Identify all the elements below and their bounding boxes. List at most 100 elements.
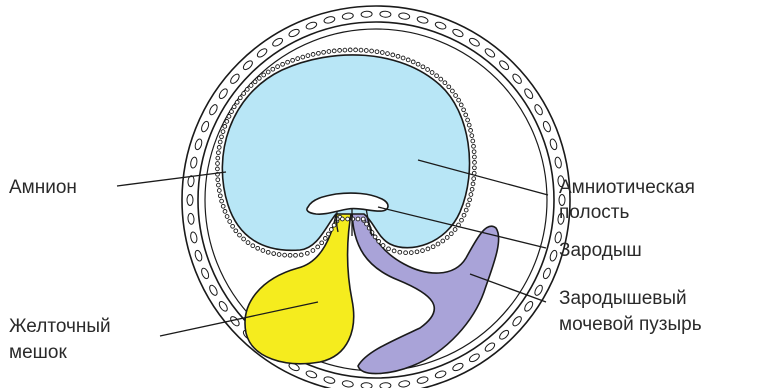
amnion-cell xyxy=(238,233,242,237)
amnion-cell xyxy=(377,240,381,244)
amnion-cell xyxy=(453,228,457,232)
amnion-cell xyxy=(411,60,415,64)
amnion-cell xyxy=(322,50,326,54)
amnion-cell xyxy=(364,49,368,53)
amnion-cell xyxy=(343,48,347,52)
amnion-cell xyxy=(299,253,303,257)
amnion-cell xyxy=(246,241,250,245)
amnion-cell xyxy=(469,129,473,133)
amnion-cell xyxy=(311,249,315,253)
amnion-cell xyxy=(466,203,470,207)
amnion-cell xyxy=(464,113,468,117)
amnion-cell xyxy=(216,167,220,171)
amnion-cell xyxy=(462,213,466,217)
amnion-cell xyxy=(235,100,239,104)
amnion-cell xyxy=(472,150,476,154)
amnion-cell xyxy=(291,58,295,62)
amnion-cell xyxy=(386,52,390,56)
amnion-cell xyxy=(245,88,249,92)
chorion-cell xyxy=(361,383,372,388)
amnion-cell xyxy=(225,215,229,219)
amnion-cell xyxy=(471,139,475,143)
amnion-cell xyxy=(392,249,396,253)
amnion-cell xyxy=(305,251,309,255)
amnion-cell xyxy=(472,177,476,181)
amnion-cell xyxy=(221,204,225,208)
chorion-cell xyxy=(380,11,391,18)
amnion-cell xyxy=(426,68,430,72)
amnion-cell xyxy=(316,245,320,249)
label-allantois-line2: мочевой пузырь xyxy=(559,314,702,335)
amnion-cell xyxy=(277,253,281,257)
amnion-cell xyxy=(323,237,327,241)
amnion-cell xyxy=(223,125,227,129)
amnion-cell xyxy=(288,253,292,257)
amnion-cell xyxy=(365,222,369,226)
amnion-cell xyxy=(327,50,331,54)
amnion-cell xyxy=(242,92,246,96)
amnion-cell xyxy=(225,120,229,124)
amnion-cell xyxy=(459,103,463,107)
amnion-cell xyxy=(216,156,220,160)
amnion-cell xyxy=(232,105,236,109)
amnion-cell xyxy=(468,198,472,202)
label-amnion: Амнион xyxy=(9,177,77,198)
amnion-cell xyxy=(332,223,336,227)
amnion-cell xyxy=(251,244,255,248)
amnion-cell xyxy=(398,250,402,254)
amnion-cell xyxy=(431,245,435,249)
amnion-cell xyxy=(332,49,336,53)
chorion-cell xyxy=(187,195,193,206)
amnion-cell xyxy=(329,228,333,232)
amnion-cell xyxy=(406,58,410,62)
amnion-cell xyxy=(294,253,298,257)
amnion-cell xyxy=(421,249,425,253)
amnion-cell xyxy=(281,62,285,66)
amnion-cell xyxy=(415,250,419,254)
amnion-cell xyxy=(231,224,235,228)
amnion-cell xyxy=(220,135,224,139)
amnion-cell xyxy=(462,108,466,112)
amnion-cell xyxy=(257,76,261,80)
amnion-cell xyxy=(409,251,413,255)
amnion-cell xyxy=(470,187,474,191)
amnion-cell xyxy=(286,60,290,64)
amnion-cell xyxy=(381,244,385,248)
chorion-cell xyxy=(361,11,372,18)
amnion-cell xyxy=(234,229,238,233)
amnion-cell xyxy=(469,193,473,197)
amnion-cell xyxy=(391,53,395,57)
label-allantois-line1: Зародышевый xyxy=(559,288,687,309)
chorion-cell xyxy=(380,383,391,388)
amnion-cell xyxy=(221,130,225,134)
amnion-cell xyxy=(430,71,434,75)
amnion-cell xyxy=(426,247,430,251)
amnion-cell xyxy=(460,218,464,222)
amnion-cell xyxy=(451,89,455,93)
amnion-cell xyxy=(380,51,384,55)
amnion-cell xyxy=(435,74,439,78)
label-amniotic-cavity-line1: Амниотическая xyxy=(559,177,695,198)
amnion-cell xyxy=(346,217,350,221)
amnion-cell xyxy=(218,194,222,198)
amnion-cell xyxy=(473,166,477,170)
amnion-cell xyxy=(296,57,300,61)
amnion-cell xyxy=(266,250,270,254)
amnion-cell xyxy=(404,251,408,255)
amnion-cell xyxy=(473,161,477,165)
amnion-cell xyxy=(354,48,358,52)
amnion-cell xyxy=(447,85,451,89)
amnion-cell xyxy=(301,55,305,59)
amnion-cell xyxy=(443,81,447,85)
amnion-cell xyxy=(359,48,363,52)
label-yolk-sac-line1: Желточный xyxy=(9,316,111,337)
amnion-cell xyxy=(387,247,391,251)
amnion-cell xyxy=(311,53,315,57)
amnion-cell xyxy=(266,70,270,74)
label-yolk-sac-line2: мешок xyxy=(9,342,67,363)
amnion-cell xyxy=(341,217,345,221)
amnion-cell xyxy=(220,199,224,203)
amnion-cell xyxy=(256,246,260,250)
amnion-cell xyxy=(230,110,234,114)
